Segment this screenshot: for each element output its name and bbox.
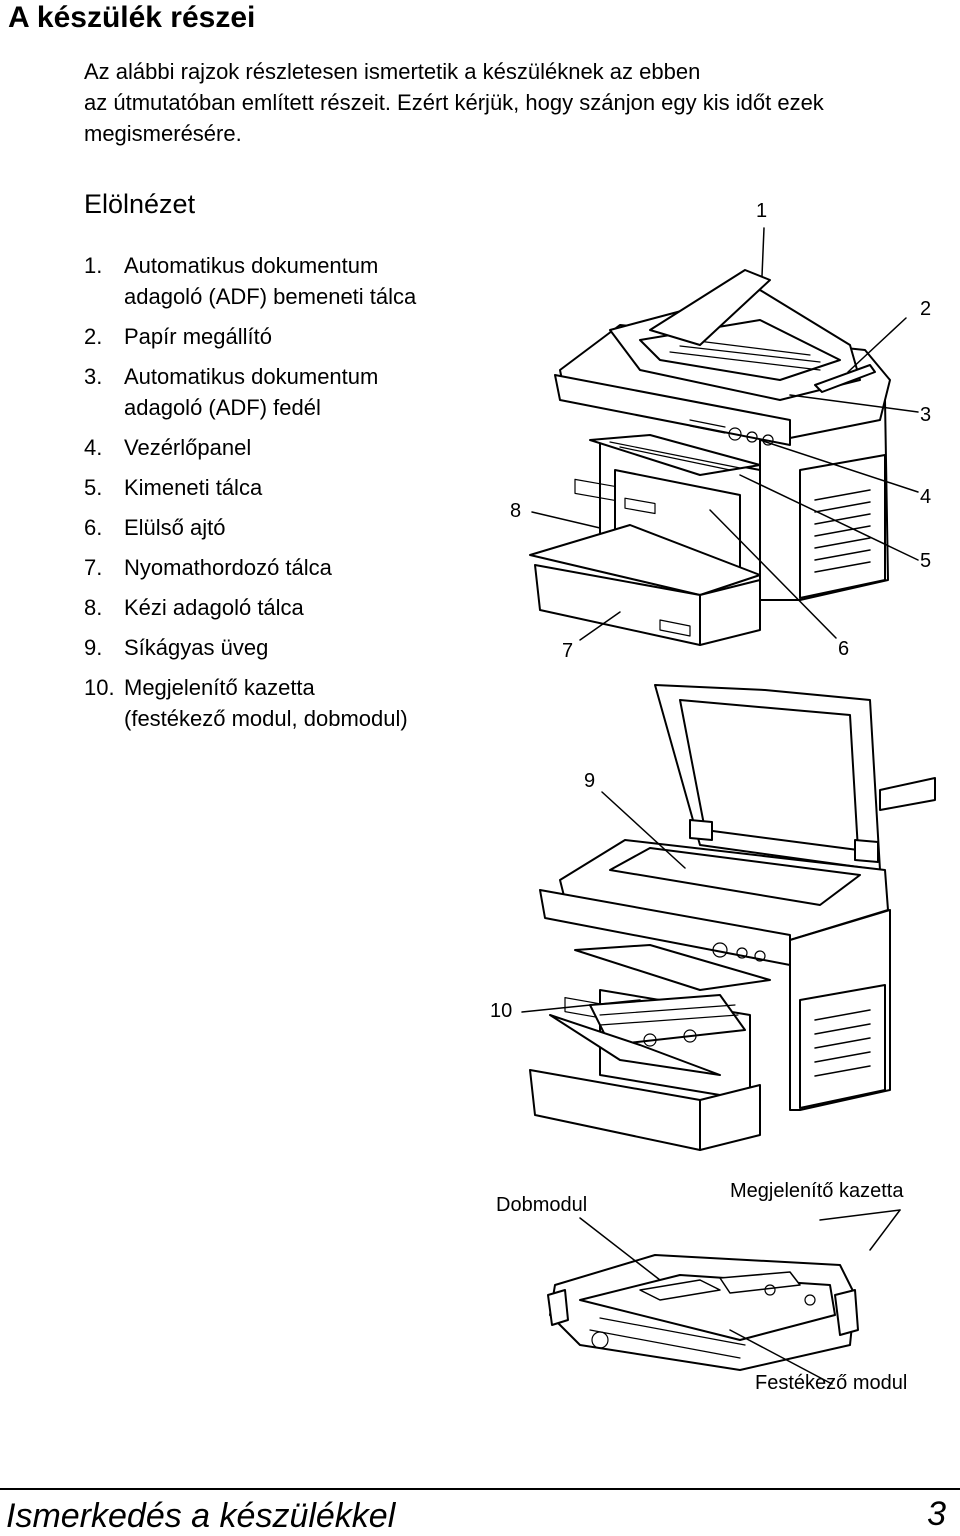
item-label: Síkágyas üveg [124,635,269,660]
label-imaging-cartridge: Megjelenítő kazetta [730,1180,904,1202]
callout-8: 8 [510,500,522,522]
list-item: 5. Kimeneti tálca [84,472,416,503]
copier-open-view-illustration [529,684,936,1151]
callout-2: 2 [920,298,932,320]
item-label: Automatikus dokumentum [124,364,379,389]
copier-front-view-illustration [529,269,891,646]
item-label: Elülső ajtó [124,515,226,540]
item-label: Nyomathordozó tálca [124,555,332,580]
callout-7: 7 [562,640,574,662]
item-number: 9. [84,635,103,660]
callout-10: 10 [490,1000,513,1022]
list-item: 6. Elülső ajtó [84,512,416,543]
callout-6: 6 [838,638,850,660]
item-label: Kézi adagoló tálca [124,595,304,620]
item-number: 3. [84,364,103,389]
list-item: 3. Automatikus dokumentum adagoló (ADF) fe… [84,361,416,423]
intro-paragraph: Az alábbi rajzok részletesen ismertetik … [84,56,824,149]
item-number: 6. [84,515,103,540]
list-item: 8. Kézi adagoló tálca [84,592,416,623]
callout-leaders-front [531,227,919,641]
callout-leaders-cartridge [579,1209,901,1385]
callout-leaders-open [521,791,686,1013]
item-number: 7. [84,555,103,580]
item-label: Kimeneti tálca [124,475,263,500]
page-number: 3 [927,1495,946,1533]
section-heading: Elölnézet [84,189,196,219]
list-item: 7. Nyomathordozó tálca [84,552,416,583]
label-toner-module: Festékező modul [755,1372,908,1394]
list-item: 9. Síkágyas üveg [84,632,416,663]
intro-line: Az alábbi rajzok részletesen ismertetik … [84,59,701,84]
footer-chapter-title: Ismerkedés a készülékkel [6,1497,396,1535]
callout-3: 3 [920,404,932,426]
item-number: 1. [84,253,103,278]
callout-1: 1 [756,200,768,222]
item-label: Megjelenítő kazetta [124,675,315,700]
item-label-continued: adagoló (ADF) bemeneti tálca [124,284,417,309]
item-label: Papír megállító [124,324,272,349]
item-number: 10. [84,675,115,700]
item-number: 5. [84,475,103,500]
imaging-cartridge-illustration [547,1254,859,1371]
list-item: 2. Papír megállító [84,321,416,352]
item-label-continued: adagoló (ADF) fedél [124,395,321,420]
label-drum-unit: Dobmodul [496,1194,588,1216]
item-label-continued: (festékező modul, dobmodul) [124,706,408,731]
item-label: Vezérlőpanel [124,435,252,460]
item-label: Automatikus dokumentum [124,253,379,278]
page-title: A készülék részei [8,1,256,34]
callout-9: 9 [584,770,596,792]
callout-5: 5 [920,550,932,572]
item-number: 8. [84,595,103,620]
list-item: 4. Vezérlőpanel [84,432,416,463]
item-number: 2. [84,324,103,349]
callout-4: 4 [920,486,932,508]
intro-line: az útmutatóban említett részeit. Ezért k… [84,90,824,115]
footer-divider [0,1488,960,1490]
list-item: 10. Megjelenítő kazetta (festékező modul, … [84,672,416,734]
item-number: 4. [84,435,103,460]
intro-line: megismerésére. [84,121,242,146]
list-item: 1. Automatikus dokumentum adagoló (ADF) be… [84,250,416,312]
parts-list: 1. Automatikus dokumentum adagoló (ADF) be… [84,250,416,743]
